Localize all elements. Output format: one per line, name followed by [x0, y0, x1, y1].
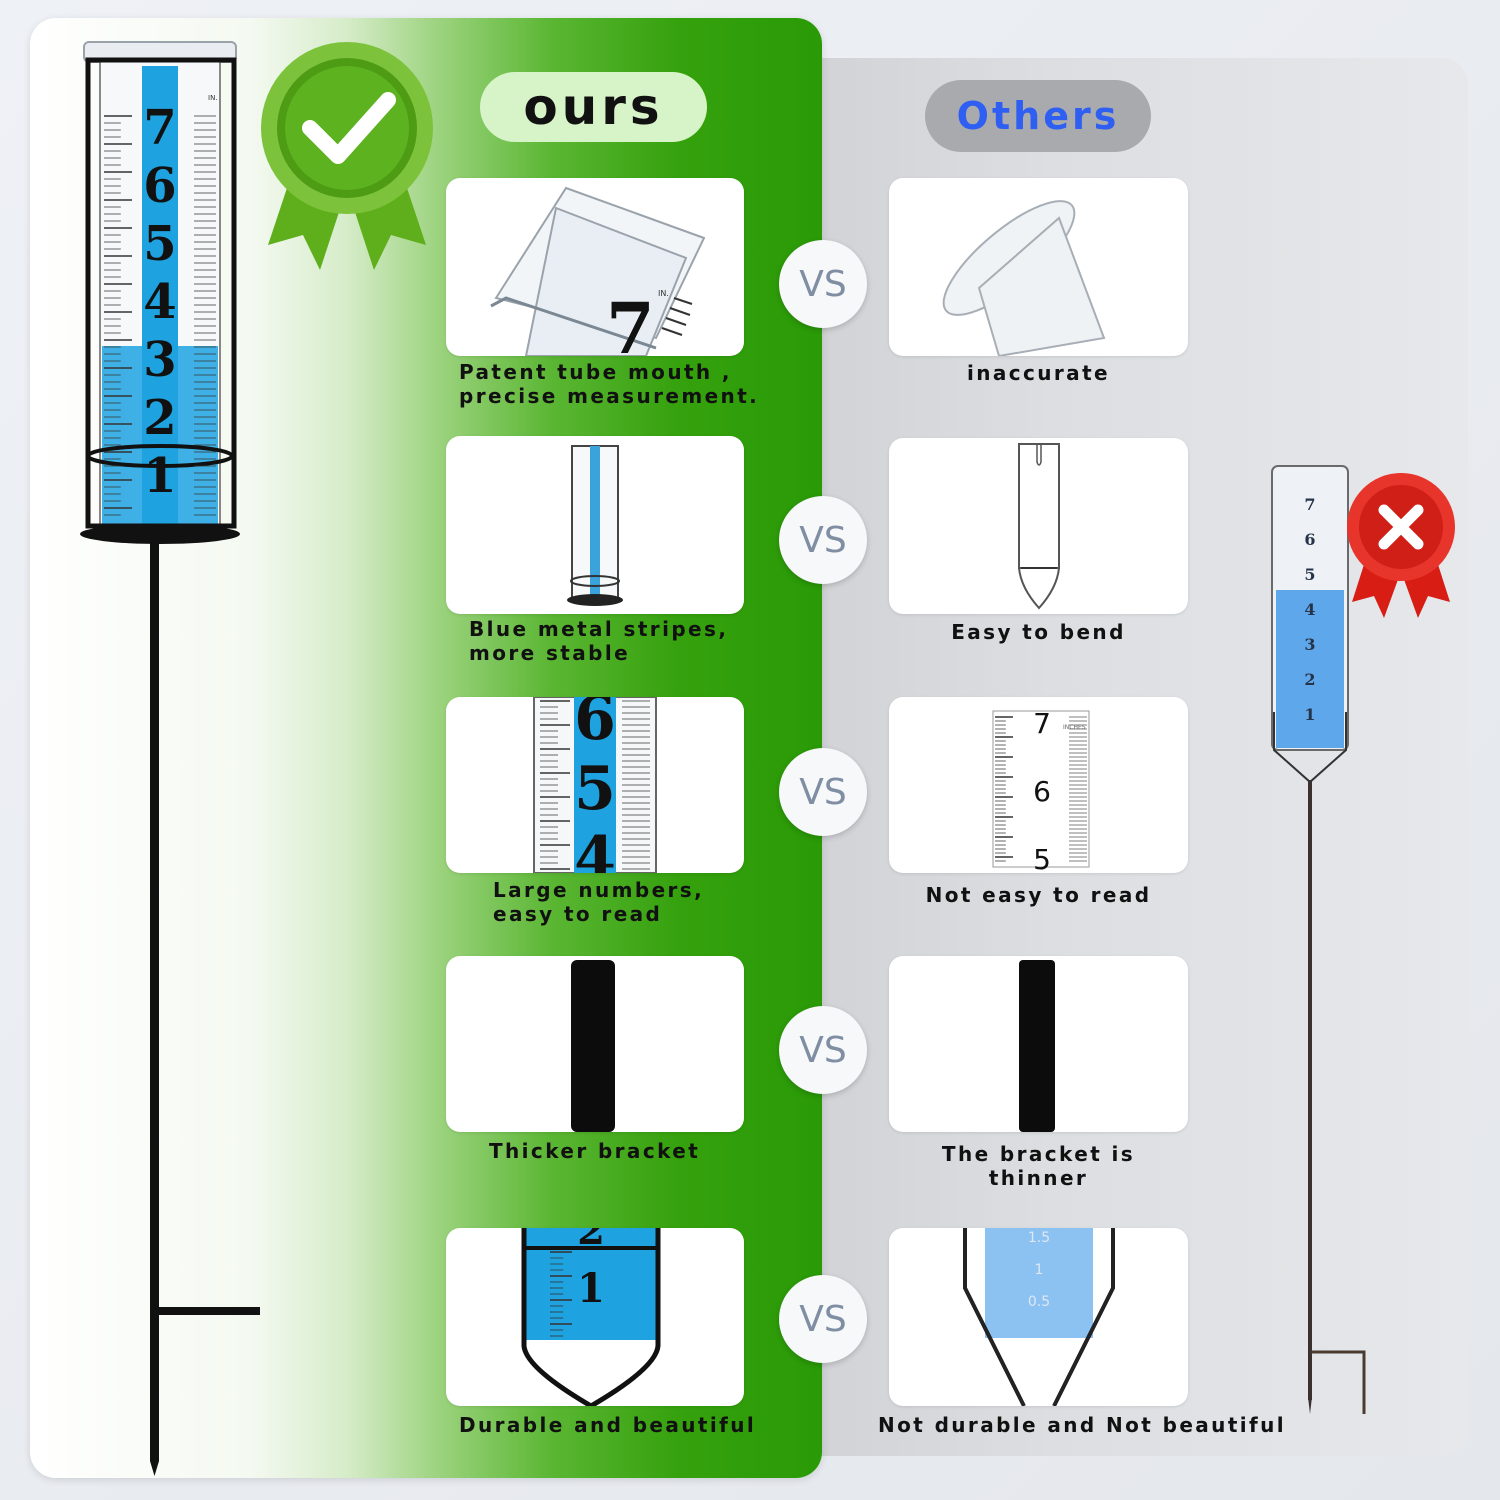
scale-number: 1.5	[1028, 1230, 1050, 1246]
gauge-number: 6	[574, 697, 616, 754]
ours-caption-5: Durable and beautiful	[459, 1413, 757, 1437]
gauge-number: 2	[143, 390, 176, 446]
others-caption-3: Not easy to read	[925, 883, 1152, 907]
gauge-number: 7	[1304, 495, 1315, 514]
gauge-number: 1	[143, 448, 176, 504]
others-caption-2: Easy to bend	[951, 620, 1126, 644]
scale-number: 7	[1033, 707, 1051, 740]
vs-badge-4: VS	[779, 1006, 867, 1094]
gauge-number: 2	[577, 1228, 605, 1254]
gauge-number: 6	[143, 158, 176, 214]
vs-badge-1: VS	[779, 240, 867, 328]
scale-number: 1	[1035, 1262, 1044, 1278]
others-card-tube-mouth	[889, 178, 1188, 356]
others-unit-label: INCHES	[1063, 724, 1086, 731]
gauge-number: 4	[1304, 600, 1315, 619]
others-caption-4: The bracket is thinner	[941, 1142, 1136, 1190]
gauge-number: 1	[577, 1265, 605, 1312]
gauge-unit-label: IN.	[208, 94, 218, 102]
ours-card-tube-mouth: 7 IN.	[446, 178, 744, 356]
others-caption-5: Not durable and Not beautiful	[877, 1413, 1287, 1437]
others-card-not-durable: 1.5 1 0.5	[889, 1228, 1188, 1406]
gauge-number: 3	[143, 332, 176, 388]
ours-caption-4: Thicker bracket	[489, 1139, 701, 1163]
check-badge-icon	[261, 42, 433, 270]
others-caption-1: inaccurate	[966, 361, 1111, 385]
others-title: Others	[925, 80, 1151, 152]
others-card-small-numbers: 7 6 5 INCHES	[889, 697, 1188, 873]
gauge-number: 2	[1304, 670, 1315, 689]
scale-number: 5	[1033, 843, 1051, 873]
gauge-number: 5	[1304, 565, 1315, 584]
scale-number: 6	[1033, 775, 1051, 808]
gauge-number: 3	[1304, 635, 1315, 654]
vs-badge-5: VS	[779, 1275, 867, 1363]
vs-badge-2: VS	[779, 496, 867, 584]
others-card-thin-bracket	[889, 956, 1188, 1132]
gauge-number: 6	[1304, 530, 1315, 549]
gauge-number: 4	[143, 274, 176, 330]
ours-caption-3: Large numbers, easy to read	[493, 878, 705, 926]
others-card-bend	[889, 438, 1188, 614]
ours-caption-1: Patent tube mouth , precise measurement.	[459, 360, 760, 408]
tube-unit-label: IN.	[658, 289, 669, 298]
gauge-number: 5	[143, 216, 176, 272]
scale-number: 0.5	[1028, 1294, 1050, 1310]
tube-number-label: 7	[606, 287, 655, 356]
others-rain-gauge: 7 6 5 4 3 2 1	[1271, 465, 1366, 1414]
x-badge-icon	[1347, 473, 1455, 618]
ours-card-thick-bracket	[446, 956, 744, 1132]
ours-card-metal-stripes	[446, 436, 744, 614]
gauge-number: 7	[143, 100, 176, 156]
ours-caption-2: Blue metal stripes, more stable	[469, 617, 729, 665]
ours-title: ours	[480, 72, 707, 142]
gauge-number: 4	[574, 824, 616, 873]
gauge-number: 5	[574, 754, 616, 824]
gauge-number: 1	[1304, 705, 1315, 724]
vs-badge-3: VS	[779, 748, 867, 836]
